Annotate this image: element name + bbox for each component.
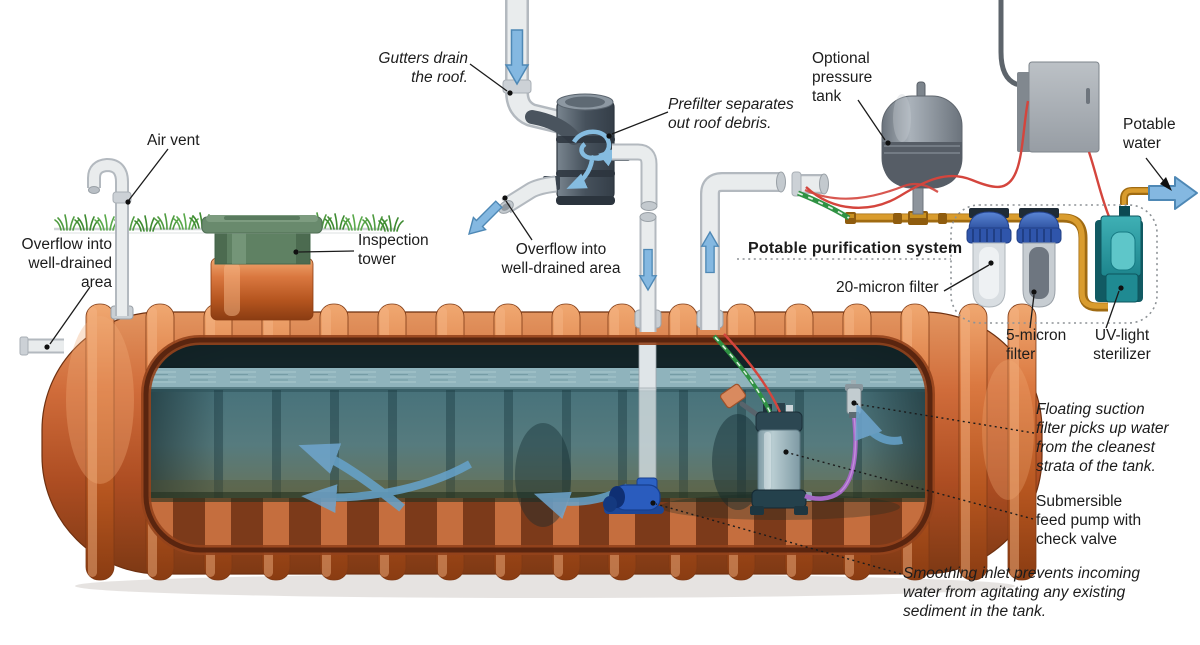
label-filter-5: 5-micron filter <box>1006 327 1067 363</box>
smoothing-inlet <box>603 477 664 514</box>
prefilter-swirl-arrows <box>566 129 619 189</box>
pump-power-cable <box>712 333 782 413</box>
inspection-tower <box>210 229 314 321</box>
pump-controller-box <box>998 0 1100 153</box>
filter-20-micron <box>966 208 1012 308</box>
label-overflow-left: Overflow into well-drained area <box>21 236 112 291</box>
controller-cable <box>998 0 1030 90</box>
label-feed-pump: Submersible feed pump with check valve <box>1036 493 1142 548</box>
overflow-pipe-left <box>19 336 64 356</box>
label-air-vent: Air vent <box>147 132 200 149</box>
water-surface <box>146 368 930 392</box>
label-floating-filter: Floating suction filter picks up water f… <box>1036 401 1169 475</box>
tank-cutaway-interior <box>146 340 930 550</box>
label-overflow-center: Overflow into well-drained area <box>501 241 621 277</box>
potable-water-arrow <box>1148 176 1198 210</box>
label-inspection-tower: Inspection tower <box>358 232 429 268</box>
cutaway-rim <box>143 337 933 553</box>
label-filter-20: 20-micron filter <box>836 279 939 296</box>
red-sensor-wires <box>804 100 1112 220</box>
pressure-tank <box>881 81 963 215</box>
label-uv-sterilizer: UV-light sterilizer <box>1093 327 1151 363</box>
air-vent-pipe <box>87 157 132 316</box>
purification-dotted-box <box>950 204 1158 324</box>
submersible-pump <box>719 383 812 515</box>
pump-cable-green <box>797 190 851 221</box>
inspection-tower-lid <box>201 215 323 234</box>
label-pressure-tank: Optional pressure tank <box>812 50 873 105</box>
potable-purification-system <box>737 204 1158 324</box>
filter-intake-arrow <box>855 402 903 445</box>
suction-pipe <box>700 171 829 330</box>
inlet-drop-pipe <box>638 341 657 485</box>
dotted-leader-lines <box>655 403 1035 575</box>
filter-5-micron <box>1016 208 1062 308</box>
float-switch <box>719 383 747 409</box>
leader-dots <box>44 90 1172 506</box>
label-smoothing-inlet: Smoothing inlet prevents incoming water … <box>903 565 1140 620</box>
prefilter-overflow-pipe <box>498 175 558 214</box>
label-gutters: Gutters drain the roof. <box>378 50 468 86</box>
tank-ground-shadow <box>75 574 1015 598</box>
overflow-flow-arrow <box>462 197 506 241</box>
label-prefilter: Prefilter separates out roof debris. <box>668 96 794 132</box>
leader-lines <box>49 63 1167 345</box>
label-purification-system: Potable purification system <box>748 240 963 257</box>
suction-hose <box>804 414 858 501</box>
label-potable-water: Potable water <box>1123 116 1176 152</box>
floating-suction-filter <box>845 380 863 418</box>
